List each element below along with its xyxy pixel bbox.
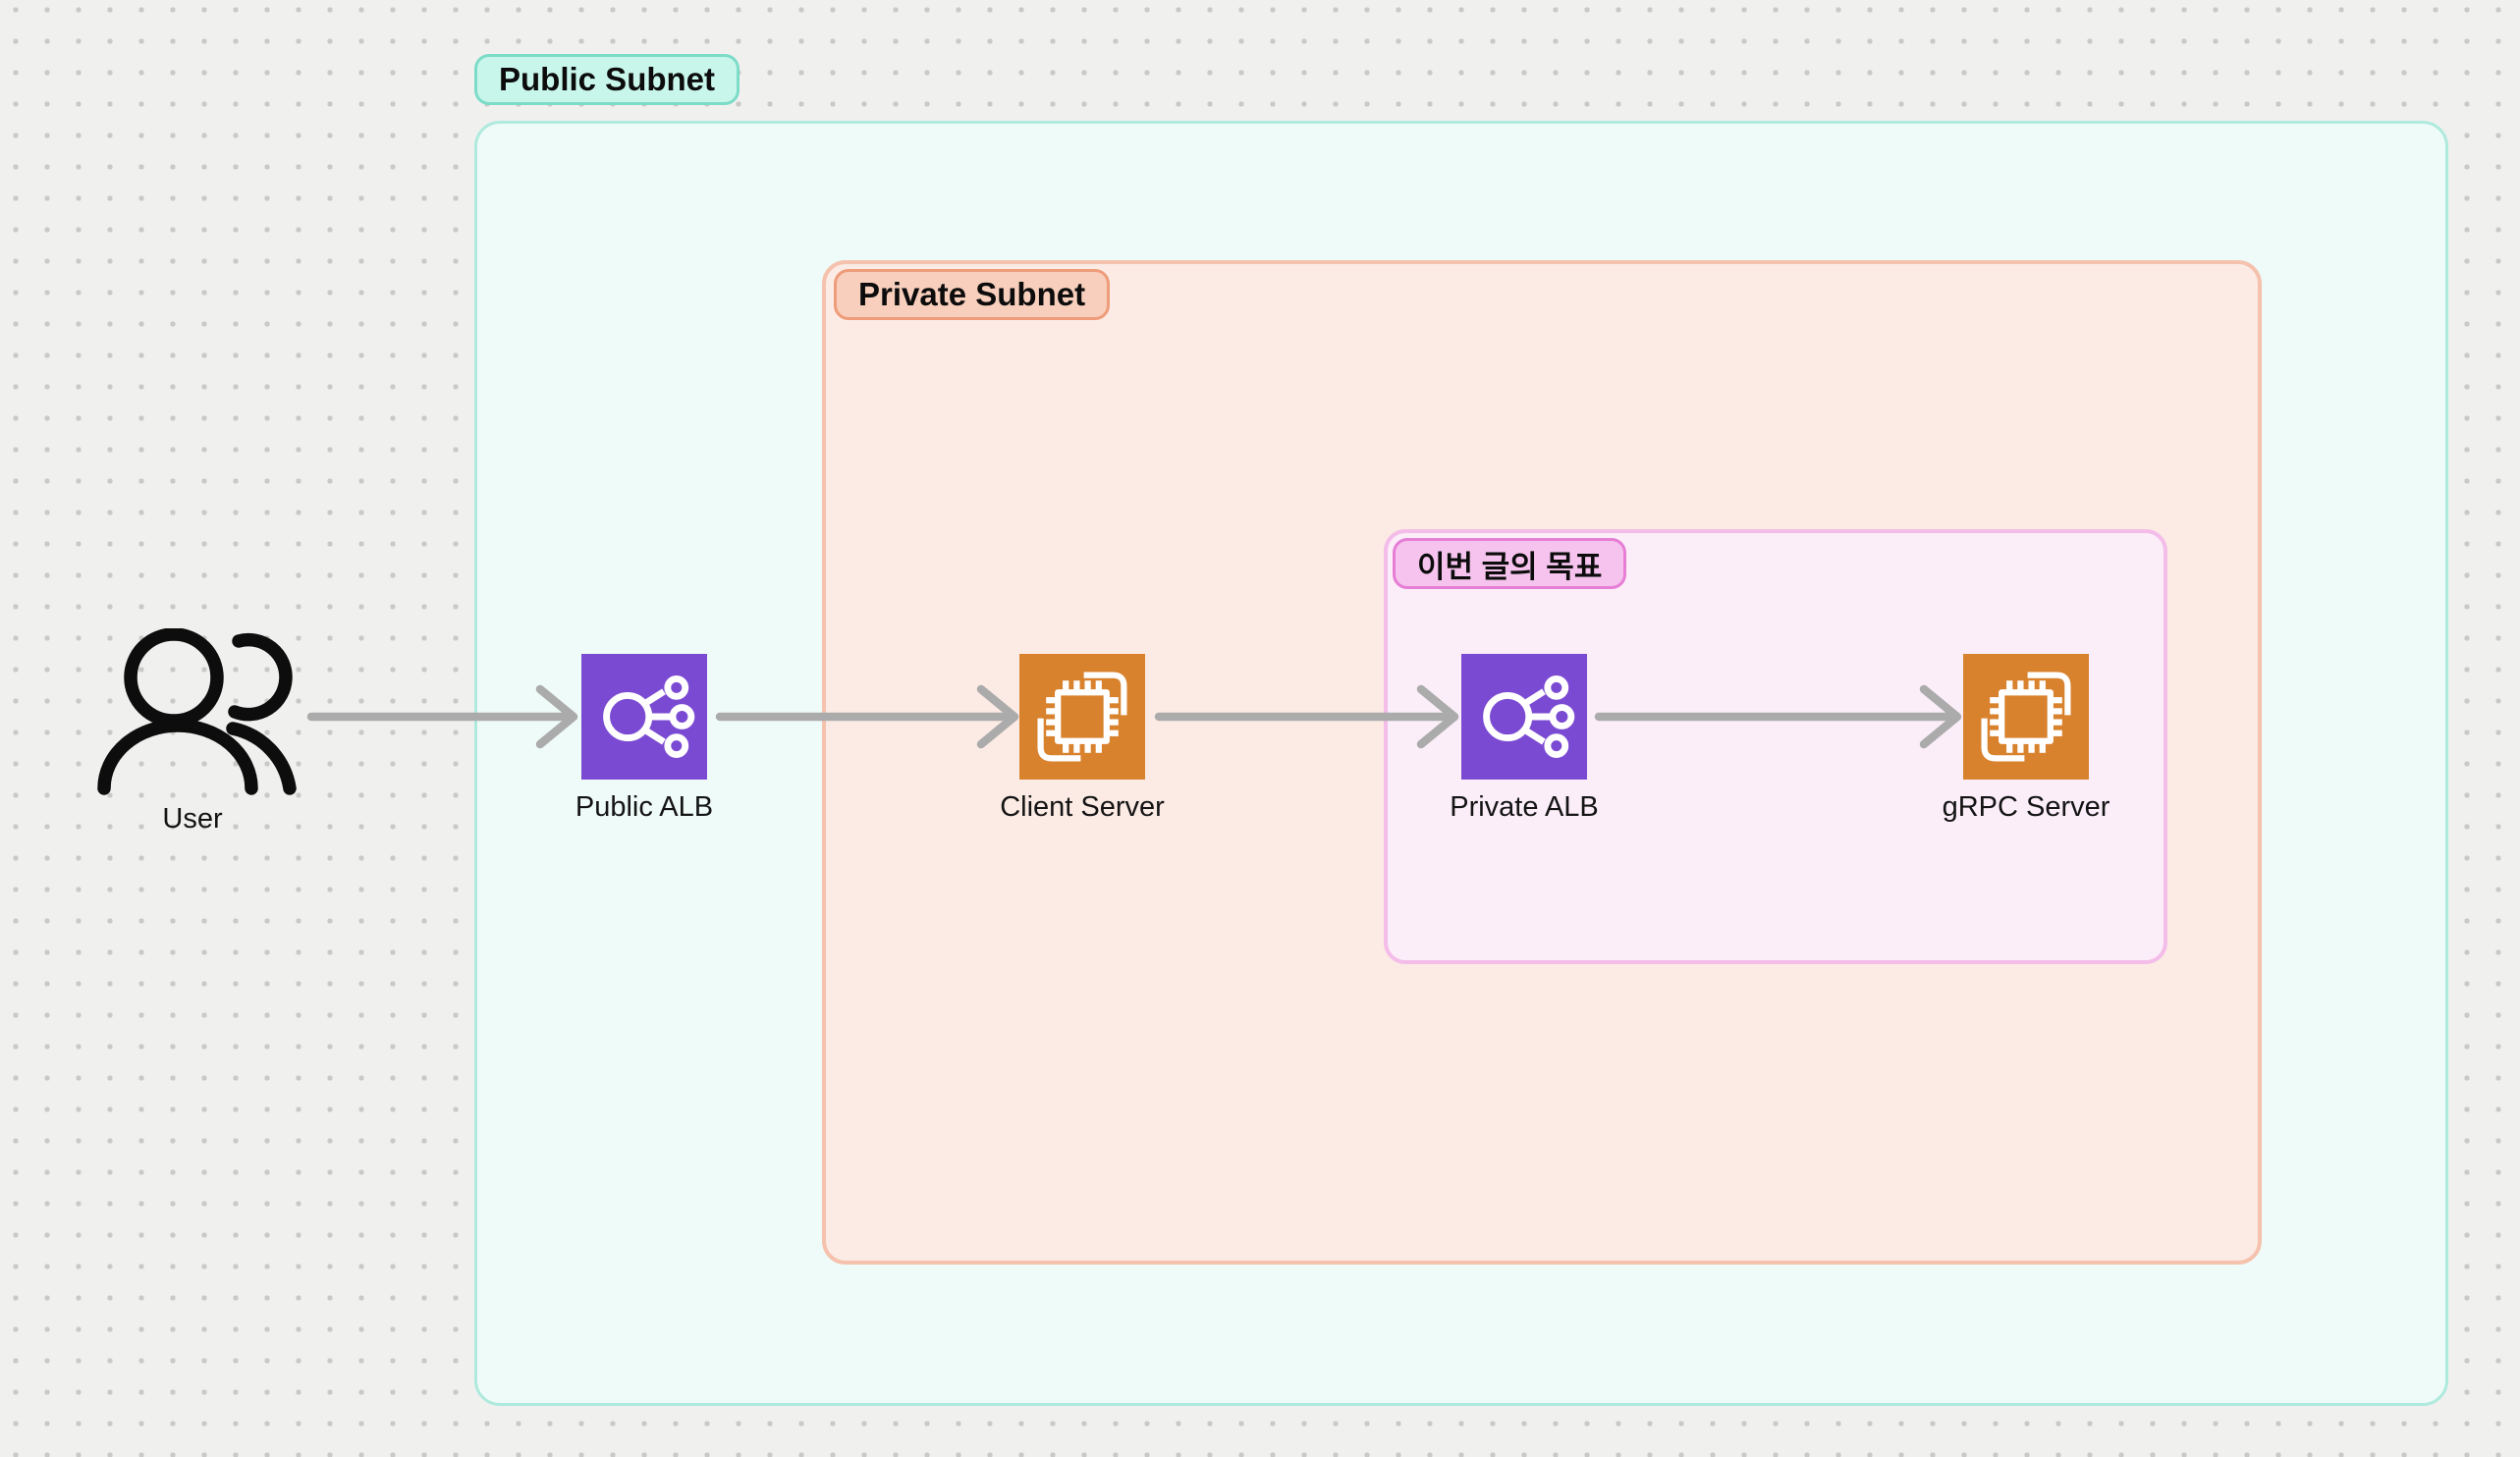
users-icon <box>97 628 297 795</box>
private-subnet-label[interactable]: Private Subnet <box>834 269 1111 320</box>
goal-label[interactable]: 이번 글의 목표 <box>1393 538 1627 589</box>
node-client-server-label: Client Server <box>1000 791 1165 823</box>
load-balancer-icon <box>1461 654 1587 780</box>
node-user[interactable]: User <box>94 628 310 844</box>
node-public-alb-label: Public ALB <box>575 791 714 823</box>
public-subnet-label[interactable]: Public Subnet <box>474 54 740 105</box>
public-subnet-label-text: Public Subnet <box>499 61 716 97</box>
node-grpc-server-label: gRPC Server <box>1942 791 2110 823</box>
compute-instance-icon <box>1019 654 1145 780</box>
load-balancer-icon <box>581 654 707 780</box>
compute-instance-icon <box>1963 654 2089 780</box>
goal-label-text: 이번 글의 목표 <box>1417 549 1603 584</box>
node-private-alb-label: Private ALB <box>1450 791 1599 823</box>
private-subnet-label-text: Private Subnet <box>858 276 1086 312</box>
node-user-label: User <box>162 803 223 835</box>
